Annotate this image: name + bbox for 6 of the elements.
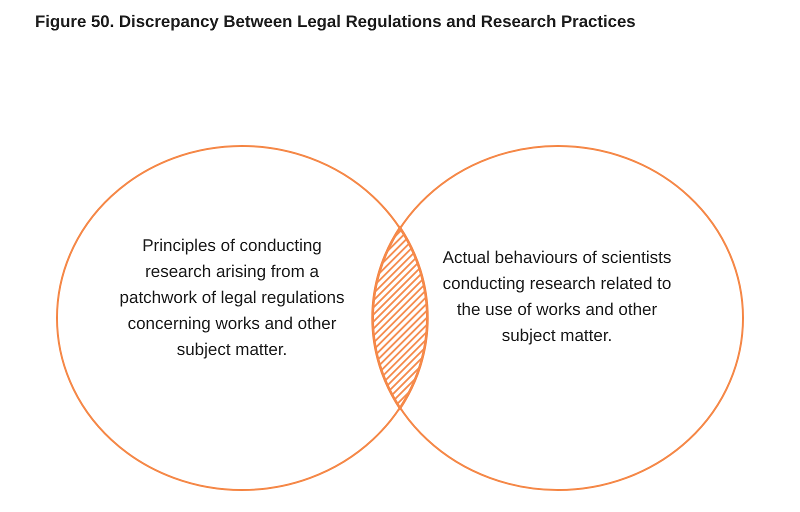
venn-circle [372, 145, 744, 491]
description-text: Principles of conducting research arising from a patchwork of legal regulations concerning works and other subject matter. [118, 235, 346, 361]
hatched-overlap [372, 226, 428, 410]
venn-circle [56, 145, 428, 491]
figure-title: Figure 50. Discrepancy Between Legal Regulations and Research Practices [35, 11, 636, 32]
description-text: Actual behaviours of scientists conducting research related to the use of works and other subject matter. [442, 247, 672, 347]
